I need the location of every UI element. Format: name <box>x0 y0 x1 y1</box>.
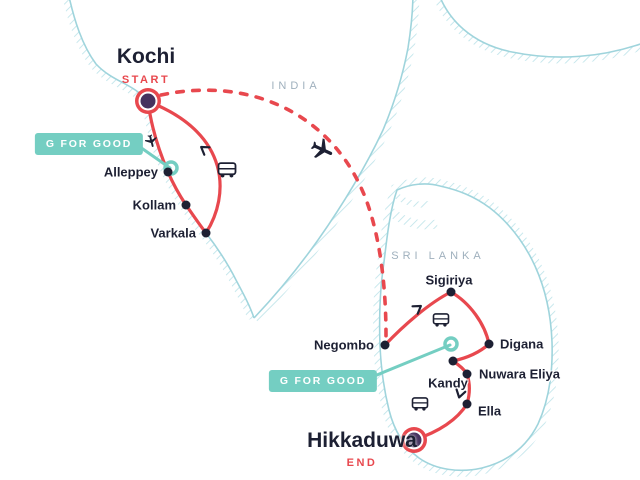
arrow-icon <box>455 388 467 399</box>
plane-icon <box>310 138 333 158</box>
g-for-good-badge: G FOR GOOD <box>268 370 378 392</box>
city-label: Alleppey <box>103 164 158 180</box>
region-label: INDIA <box>271 80 321 92</box>
coastline-top-right <box>440 0 640 58</box>
endpoint-name: Kochi <box>116 45 176 68</box>
city-dot-alleppey <box>163 167 173 177</box>
city-label: Sigiriya <box>425 272 473 288</box>
city-label: Kollam <box>132 197 176 213</box>
city-label: Digana <box>500 336 544 352</box>
arrow-icon <box>411 304 422 315</box>
city-dot-varkala <box>201 228 211 238</box>
landmass-top-right <box>441 0 640 57</box>
bus-icon <box>432 313 450 327</box>
lagoon-hatch-1 <box>388 208 438 230</box>
endpoint-name: Hikkaduwa <box>307 429 417 452</box>
city-dot-ella <box>462 399 472 409</box>
g-for-good-badge: G FOR GOOD <box>34 133 144 155</box>
landmass-india <box>69 0 413 318</box>
coastline-sri-lanka <box>378 183 553 472</box>
arrow-icon <box>200 145 211 156</box>
endpoint-tag: START <box>121 74 171 86</box>
lagoon-hatch-2 <box>395 193 430 208</box>
city-dot-kollam <box>181 200 191 210</box>
city-label: Varkala <box>150 225 196 241</box>
bus-icon <box>217 162 237 178</box>
route-india-outbound <box>146 99 208 235</box>
route-india-return <box>150 101 222 235</box>
coastline-india-east <box>253 0 414 319</box>
city-dot-kandy <box>448 356 458 366</box>
endpoint-marker-end <box>406 432 422 448</box>
city-label: Ella <box>478 403 502 419</box>
bus-icon <box>411 397 429 411</box>
endpoint-tag: END <box>346 457 378 469</box>
plane-icon <box>144 134 157 147</box>
g-for-good-ring-kandy <box>443 336 459 352</box>
city-dot-negombo <box>380 340 390 350</box>
city-label: Nuwara Eliya <box>479 366 560 382</box>
badge-connector-2 <box>370 343 452 379</box>
flight-path-kochi-negombo <box>159 88 388 338</box>
region-label: SRI LANKA <box>391 250 485 262</box>
city-dot-sigiriya <box>446 287 456 297</box>
city-label: Kandy <box>428 375 468 391</box>
city-dot-digana <box>484 339 494 349</box>
city-label: Negombo <box>314 337 374 353</box>
endpoint-marker-start <box>140 93 156 109</box>
transport-icons <box>144 134 467 411</box>
city-dot-nuwara-eliya <box>462 369 472 379</box>
